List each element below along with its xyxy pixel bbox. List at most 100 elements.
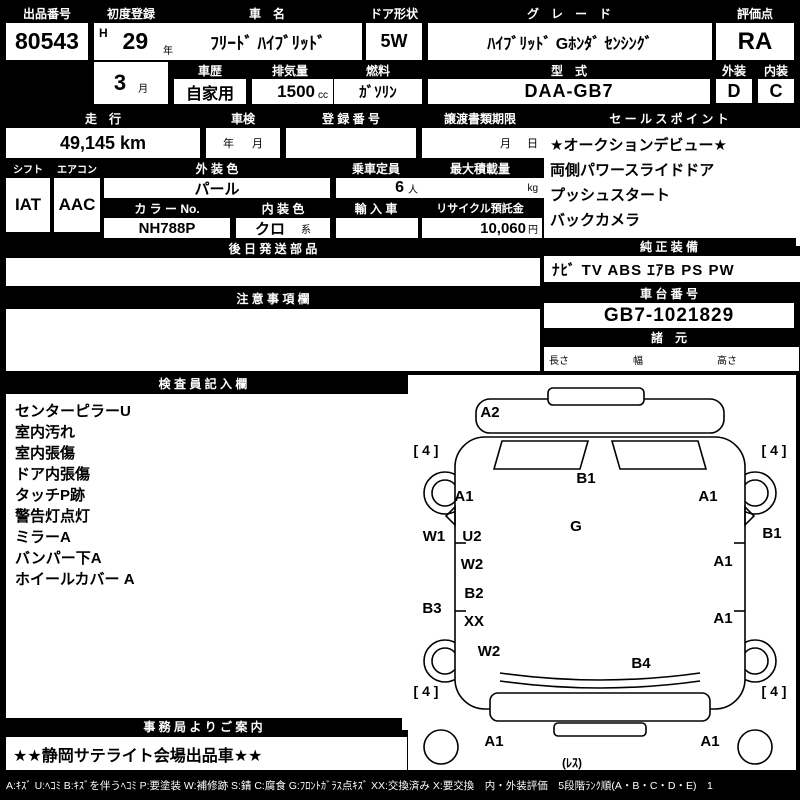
inspection-label: 車検: [204, 110, 282, 127]
aircon-value: AAC: [54, 178, 100, 232]
aircon-label: エアコン: [54, 160, 100, 176]
front-plate: [547, 387, 645, 406]
import-label: 輸 入 車: [334, 200, 418, 216]
inspector-note: 警告灯点灯: [15, 508, 91, 525]
damage-marker: A1: [698, 488, 717, 505]
month-unit: 月: [138, 84, 149, 95]
windshield-left: [492, 440, 590, 470]
inspector-notes-list: センターピラーU 室内汚れ 室内張傷 ドア内張傷 タッチP跡 警告灯点灯 ミラー…: [6, 394, 418, 730]
color-number-label: カ ラ ー No.: [102, 200, 232, 216]
exterior-grade-value: D: [716, 79, 752, 103]
deadline-month-unit: 月: [500, 138, 511, 150]
capacity-value: 6: [395, 179, 404, 196]
displacement-cell: 1500 cc: [252, 79, 333, 104]
model-code-value: DAA-GB7: [428, 79, 710, 104]
lot-number-label: 出品番号: [4, 5, 90, 22]
rear-plate: [553, 722, 647, 737]
inspector-note: ミラーA: [15, 529, 71, 546]
width-cell: 幅: [628, 347, 715, 371]
inspector-note: タッチP跡: [15, 487, 86, 504]
office-notice-value: ★★静岡サテライト会場出品車★★: [6, 737, 407, 770]
rear-bumper: [489, 692, 711, 722]
tire-depth-marker: [ 4 ]: [414, 683, 439, 699]
damage-marker: A2: [480, 404, 499, 421]
equipment-value: ﾅﾋﾞ TV ABS ｴｱB PS PW: [544, 256, 800, 282]
capacity-cell: 6 人: [336, 178, 426, 198]
exterior-color-label: 外 装 色: [102, 160, 332, 176]
max-load-cell: kg: [422, 178, 546, 198]
car-body-outline: [454, 436, 746, 710]
chassis-number-label: 車 台 番 号: [542, 285, 796, 301]
first-registration-year: 29: [122, 28, 149, 54]
recycle-deposit-unit: 円: [528, 224, 538, 236]
damage-marker: XX: [464, 613, 484, 630]
vehicle-damage-diagram: A2 [ 4 ] [ 4 ] A1 B1 A1 W1 U2 G B1 W2 A1…: [414, 387, 787, 770]
tire-depth-marker: [ 4 ]: [762, 442, 787, 458]
shift-value: IAT: [6, 178, 50, 232]
history-label: 車歴: [172, 62, 248, 78]
sales-points-label: セ ー ル ス ポ イ ン ト: [542, 110, 796, 127]
fuel-label: 燃料: [332, 62, 424, 78]
deadline-day-unit: 日: [527, 138, 538, 150]
inspector-note: ホイールカバー A: [15, 571, 135, 588]
width-label: 幅: [633, 355, 643, 367]
first-registration-month: 3: [113, 70, 127, 95]
damage-marker: A1: [454, 488, 473, 505]
lot-number-value: 80543: [6, 23, 88, 60]
grade-label: グ レ ー ド: [426, 5, 712, 22]
inspector-note: バンパー下A: [15, 550, 102, 567]
late-parts-value: [6, 258, 540, 286]
equipment-label: 純 正 装 備: [542, 238, 796, 254]
displacement-value: 1500: [277, 81, 315, 101]
tire-depth-marker: [ 4 ]: [414, 442, 439, 458]
inspection-year-unit: 年: [223, 138, 234, 150]
sales-point: プッシュスタート: [550, 187, 671, 204]
first-registration-year-cell: H 29 年: [94, 23, 178, 60]
first-registration-label: 初度登録: [92, 5, 170, 22]
spare-tire-left: [423, 729, 459, 765]
inspection-month-unit: 月: [252, 138, 263, 150]
color-number-value: NH788P: [104, 218, 230, 238]
model-code-label: 型 式: [426, 62, 712, 78]
right-mirror: [744, 505, 756, 527]
registration-number-label: 登 録 番 号: [284, 110, 418, 127]
length-label: 長さ: [549, 355, 569, 367]
notes-label: 注 意 事 項 欄: [4, 290, 542, 307]
recycle-deposit-value: 10,060: [480, 219, 526, 237]
interior-color-unit: 系: [301, 224, 311, 236]
inspector-note: 室内張傷: [15, 445, 76, 462]
grade-value: ﾊｲﾌﾞﾘｯﾄﾞ Gﾎﾝﾀﾞ ｾﾝｼﾝｸﾞ: [428, 23, 712, 60]
less-marker: (ﾚｽ): [562, 756, 582, 770]
office-notice-label: 事 務 局 よ り ご 案 内: [4, 718, 402, 735]
length-cell: 長さ: [544, 347, 631, 371]
inspection-date-cell: 年 月: [206, 128, 280, 158]
damage-marker: A1: [700, 733, 719, 750]
exterior-grade-label: 外装: [714, 62, 754, 78]
year-unit: 年: [162, 46, 173, 57]
inspector-notes-label: 検 査 員 記 入 欄: [4, 375, 402, 392]
recycle-deposit-label: リサイクル預託金: [420, 200, 540, 216]
inspector-note: 室内汚れ: [15, 424, 76, 441]
interior-grade-label: 内装: [756, 62, 796, 78]
height-cell: 高さ: [712, 347, 799, 371]
damage-marker: B1: [762, 525, 781, 542]
damage-marker: W2: [478, 643, 501, 660]
chassis-number-value: GB7-1021829: [544, 303, 794, 328]
notes-value: [6, 309, 540, 371]
damage-marker: A1: [713, 553, 732, 570]
score-value: RA: [716, 23, 794, 60]
sales-points-list: ★オークションデビュー★ 両側パワースライドドア プッシュスタート バックカメラ: [544, 128, 800, 246]
sales-point: バックカメラ: [550, 212, 641, 229]
mileage-value: 49,145 km: [6, 128, 200, 158]
capacity-label: 乗車定員: [334, 160, 418, 176]
damage-marker: B1: [576, 470, 595, 487]
interior-grade-value: C: [758, 79, 794, 103]
specs-label: 諸 元: [542, 330, 796, 345]
damage-marker: W2: [461, 556, 484, 573]
damage-marker: U2: [462, 528, 481, 545]
damage-marker: A1: [484, 733, 503, 750]
transfer-deadline-cell: 月 日: [422, 128, 548, 158]
rear-window: [499, 672, 701, 681]
inspector-note: センターピラーU: [15, 403, 131, 420]
vehicle-diagram-cell: A2 [ 4 ] [ 4 ] A1 B1 A1 W1 U2 G B1 W2 A1…: [408, 375, 796, 770]
